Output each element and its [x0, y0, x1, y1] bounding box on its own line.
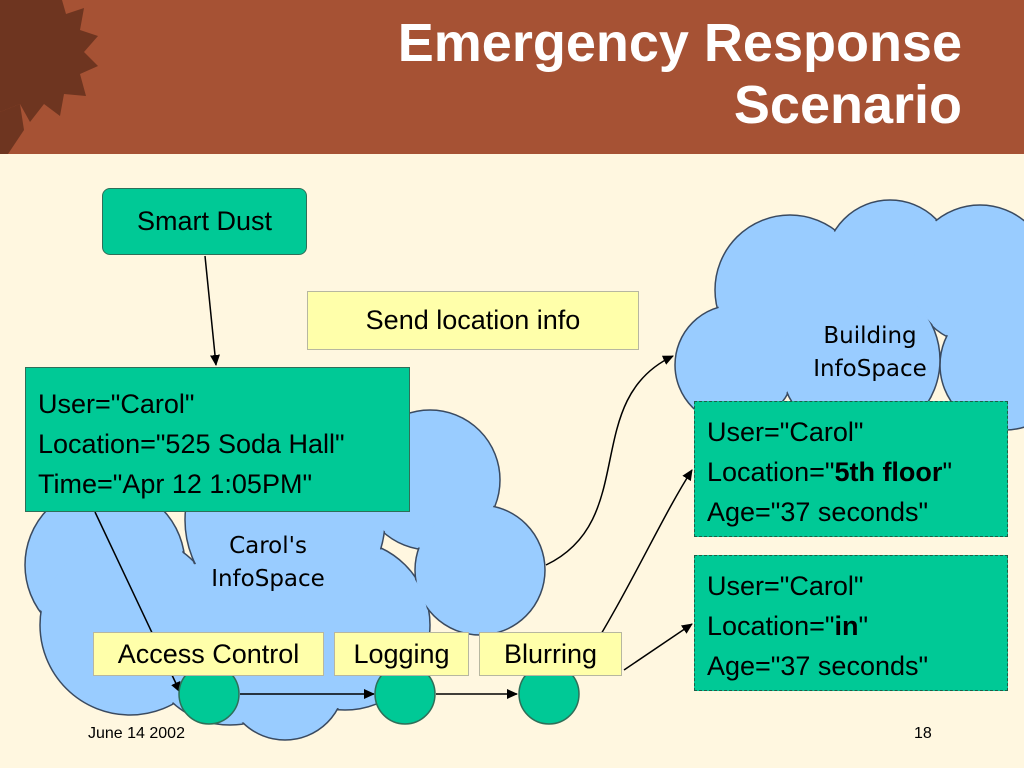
building-infospace-line-1: Building [823, 323, 917, 349]
building-record-in: User="Carol" Location="in" Age="37 secon… [694, 555, 1008, 691]
title-line-1: Emergency Response [397, 13, 962, 73]
building-record-1-location-prefix: Location=" [707, 457, 835, 487]
slide-header: Emergency Response Scenario [0, 0, 1024, 154]
arrow-blur-to-record2 [623, 623, 693, 671]
building-record-1-user: User="Carol" [707, 417, 864, 447]
footer-date: June 14 2002 [88, 725, 185, 742]
arrow-carol-to-building [545, 355, 674, 566]
building-record-2-location: Location="in" [707, 606, 1007, 646]
carol-record-location: Location="525 Soda Hall" [38, 429, 345, 459]
building-record-2-location-suffix: " [858, 611, 869, 641]
building-record-2-age: Age="37 seconds" [707, 651, 929, 681]
slide-title: Emergency Response Scenario [262, 12, 962, 136]
building-record-floor: User="Carol" Location="5th floor" Age="3… [694, 401, 1008, 537]
carol-location-record: User="Carol" Location="525 Soda Hall" Ti… [25, 367, 410, 512]
building-record-1-location: Location="5th floor" [707, 452, 1007, 492]
building-infospace-label: Building InfoSpace [770, 320, 970, 386]
carol-record-time: Time="Apr 12 1:05PM" [38, 469, 313, 499]
building-record-1-age: Age="37 seconds" [707, 497, 929, 527]
page-number: 18 [914, 725, 932, 742]
send-location-note: Send location info [307, 291, 639, 350]
building-record-2-user: User="Carol" [707, 571, 864, 601]
building-record-2-location-prefix: Location=" [707, 611, 835, 641]
blurring-tag: Blurring [479, 632, 622, 676]
carol-infospace-line-1: Carol's [229, 533, 307, 559]
title-line-2: Scenario [733, 75, 962, 135]
carol-infospace-line-2: InfoSpace [211, 566, 325, 592]
building-record-1-location-suffix: " [942, 457, 953, 487]
building-record-1-location-value: 5th floor [834, 457, 943, 487]
arrow-smartdust-to-record [204, 255, 220, 366]
logging-tag: Logging [334, 632, 469, 676]
carol-infospace-label: Carol's InfoSpace [168, 530, 368, 596]
carol-record-user: User="Carol" [38, 389, 195, 419]
access-control-tag: Access Control [93, 632, 324, 676]
building-infospace-line-2: InfoSpace [813, 356, 927, 382]
building-record-2-location-value: in [834, 611, 859, 641]
smart-dust-node: Smart Dust [102, 188, 307, 255]
gear-icon [0, 0, 98, 154]
